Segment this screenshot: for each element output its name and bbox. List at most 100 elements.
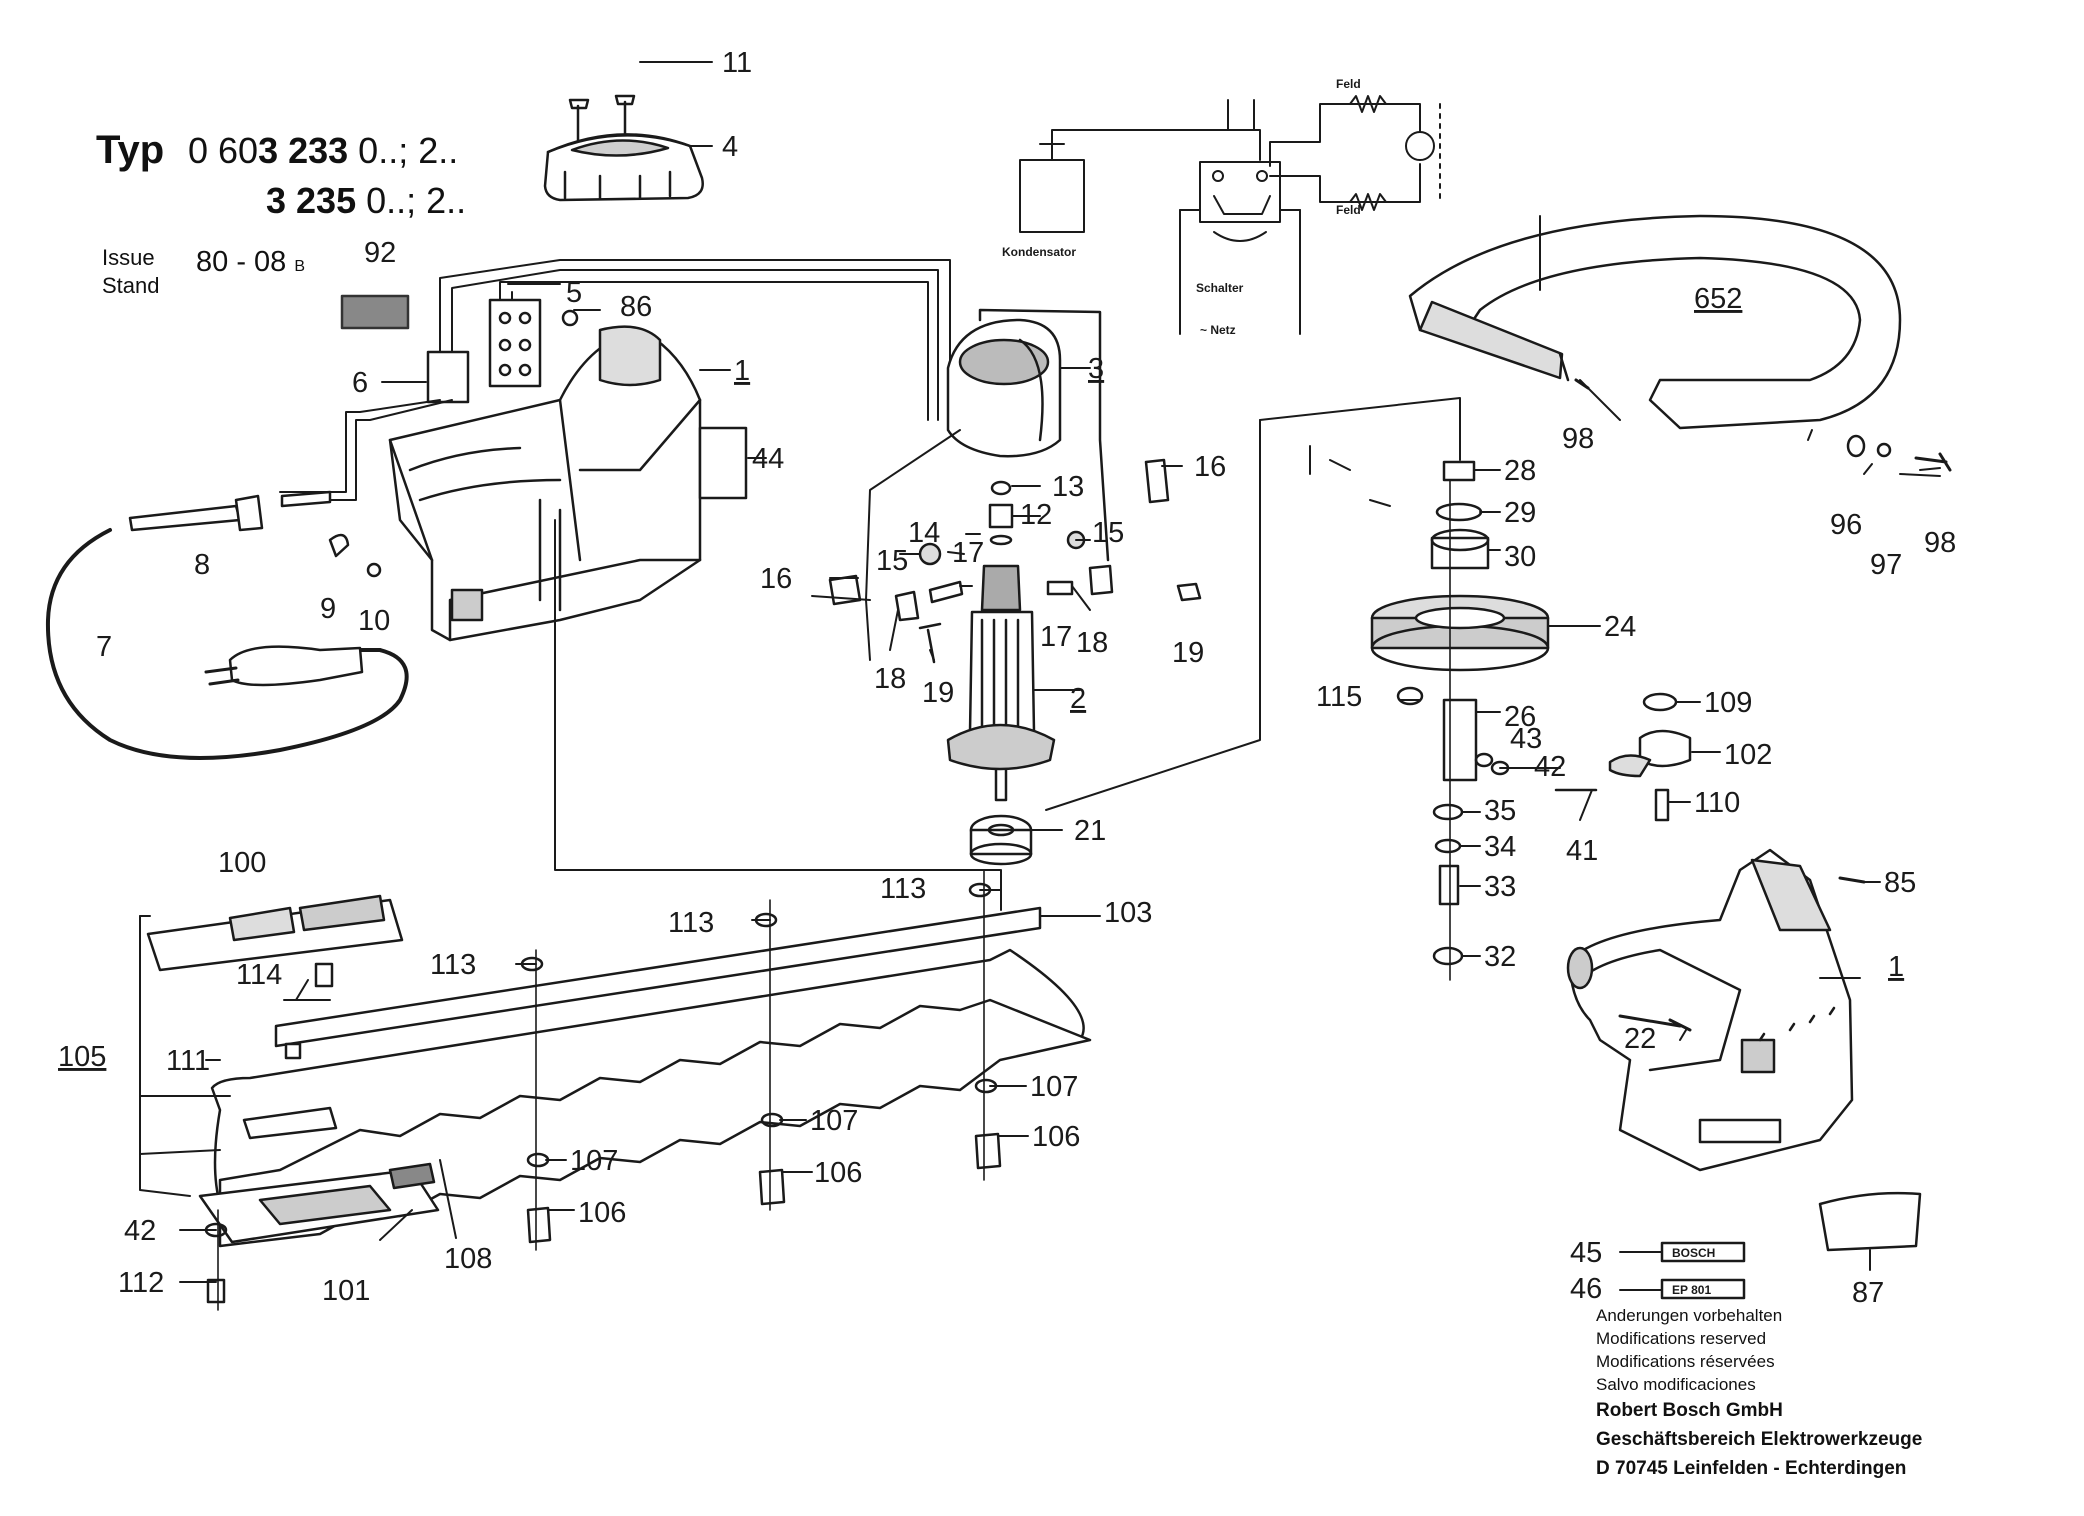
wiring-label-schalter: Schalter [1196,281,1244,295]
assembly-axis-lines [217,869,985,1311]
capacitor-part-6 [426,350,470,404]
mains-plug [204,645,364,687]
type-number-bold-2: 3 235 [266,180,357,221]
part-label-113-left: 113 [430,949,476,981]
label-part-44 [698,426,748,500]
part-label-34: 34 [1484,831,1516,863]
part-label-107-left: 107 [570,1145,618,1177]
leader-lines [179,145,1941,1291]
footer-line-en: Modifications reserved [1596,1329,1767,1348]
part-label-652: 652 [1694,283,1742,315]
field-coil-part-3 [946,308,1110,562]
part-label-115: 115 [1316,681,1362,713]
type-number-suffix-1: 0..; 2.. [348,130,459,171]
part-label-44: 44 [752,443,784,475]
assembly-guide-lines [554,397,1461,911]
strain-relief-part-8 [128,490,332,532]
part-label-14: 14 [908,517,940,549]
footer-line-de: Anderungen vorbehalten [1596,1306,1783,1325]
issue-stand-labels: Issue Stand [102,244,160,300]
blade-assembly-part-105 [146,894,404,972]
screw-part-86 [561,309,579,327]
part-label-21: 21 [1074,815,1106,847]
type-number-bold-1: 3 233 [258,130,349,171]
part-label-100: 100 [218,847,266,879]
part-label-106-left: 106 [578,1197,626,1229]
brush-holders-part-18 [894,564,1114,622]
part-label-114: 114 [236,959,282,991]
part-label-26: 26 [1504,701,1536,733]
part-label-16-left: 16 [760,563,792,595]
part-label-35: 35 [1484,795,1516,827]
part-label-112: 112 [118,1267,164,1299]
label-part-92 [340,294,410,330]
part-label-98-right: 98 [1924,527,1956,559]
front-handle-part-652 [1408,214,1902,430]
part-label-111: 111 [166,1045,210,1077]
gear-train [1370,460,1692,981]
label-46-text: EP 801 [1672,1283,1711,1297]
part-label-96: 96 [1830,509,1862,541]
part-label-46: 46 [1570,1273,1602,1305]
screw-part-22 [1618,1014,1692,1032]
label-45-text: BOSCH [1672,1246,1715,1260]
part-label-18-left: 18 [874,663,906,695]
part-label-9: 9 [320,593,336,625]
part-label-42-left: 42 [124,1215,156,1247]
part-label-32: 32 [1484,941,1516,973]
type-number-line-1: 0 603 233 0..; 2.. [188,130,458,172]
part-label-85: 85 [1884,867,1916,899]
part-label-43: 43 [1510,723,1542,755]
part-label-110: 110 [1694,787,1740,819]
stand-label: Stand [102,273,160,298]
type-number-line-2: 3 235 0..; 2.. [266,180,466,222]
part-label-24: 24 [1604,611,1636,643]
wiring-label-kondensator: Kondensator [1002,245,1076,259]
motor-wire [865,429,961,661]
part-label-113-right: 113 [880,873,926,905]
part-label-7: 7 [96,631,112,663]
screws-part-11 [568,61,713,142]
cable-routing [279,259,951,501]
part-label-42-right: 42 [1534,751,1566,783]
part-label-45: 45 [1570,1237,1602,1269]
part-label-107-right: 107 [1030,1071,1078,1103]
part-label-97: 97 [1870,549,1902,581]
screw-part-85 [1838,876,1866,884]
part-label-33: 33 [1484,871,1516,903]
part-label-11: 11 [722,47,752,79]
bolts-part-106 [526,1132,1002,1244]
part-label-15-right: 15 [1092,517,1124,549]
part-label-1-left: 1 [734,355,750,387]
part-label-109: 109 [1704,687,1752,719]
part-label-106-right: 106 [1032,1121,1080,1153]
part-label-113-middle: 113 [668,907,714,939]
part-label-6: 6 [352,367,368,399]
part-label-15-left: 15 [876,545,908,577]
part-label-103: 103 [1104,897,1152,929]
part-label-87: 87 [1852,1277,1884,1309]
footer-company: Robert Bosch GmbH [1596,1400,1783,1421]
part-label-10: 10 [358,605,390,637]
part-label-92: 92 [364,237,396,269]
issue-value: 80 - 08 B [196,246,305,279]
part-label-41: 41 [1566,835,1598,867]
part-label-106-middle: 106 [814,1157,862,1189]
part-label-12: 12 [1020,499,1052,531]
housing-part-1 [388,325,702,642]
wiring-label-netz: ~ Netz [1200,323,1236,337]
switch-cap-part-4 [543,133,704,202]
wiring-label-feld-bottom: Feld [1336,203,1361,217]
wiring-schematic [1019,95,1441,335]
wiring-label-feld-top: Feld [1336,77,1361,91]
part-label-4: 4 [722,131,738,163]
part-label-16-right: 16 [1194,451,1226,483]
issue-suffix: B [294,258,306,275]
connecting-strip-part-103 [274,906,1042,1048]
switch-part-5 [488,298,542,388]
footer-address: D 70745 Leinfelden - Echterdingen [1596,1458,1907,1479]
part-label-28: 28 [1504,455,1536,487]
type-number-suffix-2: 0..; 2.. [356,180,467,221]
armature-part-2 [946,480,1056,866]
